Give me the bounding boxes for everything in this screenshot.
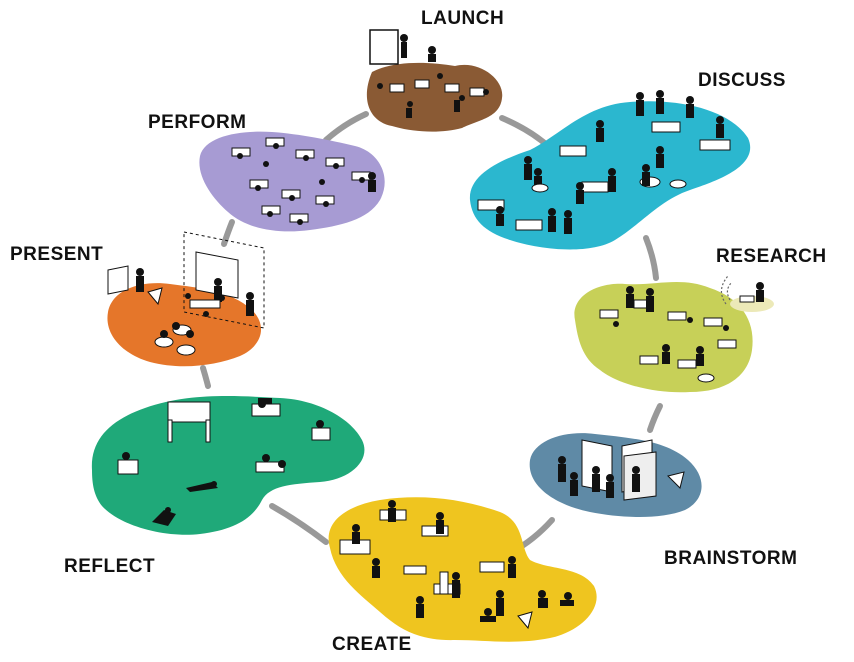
arc-research-brainstorm	[647, 403, 663, 433]
launch-figures	[369, 29, 489, 118]
brainstorm-figures	[558, 439, 685, 501]
reflect-zone	[91, 396, 365, 535]
perform-figures	[231, 137, 376, 225]
launch-zone	[366, 29, 503, 132]
research-blob	[574, 281, 753, 393]
create-figures	[339, 500, 574, 630]
reflect-figures	[117, 398, 331, 526]
label-research: RESEARCH	[716, 246, 827, 267]
wifi-icon	[720, 275, 733, 305]
brainstorm-zone	[529, 433, 702, 517]
create-zone	[328, 497, 597, 642]
research-zone	[574, 275, 774, 393]
arc-perform-launch	[323, 111, 369, 143]
discuss-zone	[469, 90, 751, 250]
label-reflect: REFLECT	[64, 556, 156, 577]
label-launch: LAUNCH	[421, 8, 505, 29]
present-figures	[107, 251, 254, 356]
present-projection-frame	[183, 231, 265, 329]
create-blob	[328, 497, 597, 642]
perform-zone	[199, 131, 385, 232]
discuss-figures	[477, 90, 731, 234]
research-figures	[599, 282, 764, 383]
brainstorm-blob	[529, 433, 702, 517]
launch-blob	[366, 62, 503, 132]
arc-discuss-research	[643, 235, 659, 281]
label-discuss: DISCUSS	[698, 70, 786, 91]
arc-launch-discuss	[499, 115, 551, 149]
label-create: CREATE	[332, 634, 412, 655]
label-perform: PERFORM	[148, 112, 247, 133]
arc-create-reflect	[269, 503, 329, 545]
label-brainstorm: BRAINSTORM	[664, 548, 798, 569]
label-present: PRESENT	[10, 244, 104, 265]
perform-blob	[199, 131, 385, 232]
arc-reflect-present	[200, 365, 211, 389]
arc-present-perform	[221, 219, 235, 247]
reflect-blob	[91, 396, 365, 535]
present-zone	[107, 231, 265, 367]
